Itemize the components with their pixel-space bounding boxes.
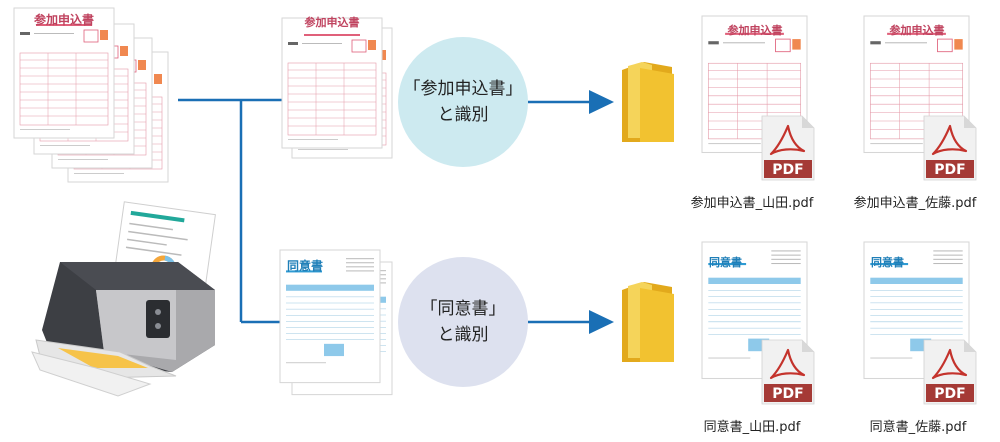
pdf-badge-label: PDF — [772, 162, 803, 178]
doc-title: 同意書 — [871, 255, 904, 269]
pdf-badge-label: PDF — [772, 386, 803, 402]
arrow-to-consent-folder — [528, 310, 614, 334]
arrow-to-application-folder — [528, 90, 614, 114]
file-name: 同意書_山田.pdf — [703, 420, 801, 435]
identify-consent-circle — [398, 257, 528, 387]
pdf-badge-label: PDF — [934, 386, 965, 402]
input-document-stack — [13, 7, 169, 183]
file-name: 同意書_佐藤.pdf — [869, 420, 967, 435]
identify-label-line1: 「同意書」 — [420, 299, 506, 319]
identify-label-consent: 「同意書」 と識別 — [398, 296, 528, 348]
scanner-icon — [31, 201, 216, 397]
pdf-badge-label: PDF — [934, 162, 965, 178]
doc-title: 参加申込書 — [34, 12, 94, 27]
middle-application-stack — [281, 17, 393, 159]
doc-title: 参加申込書 — [728, 23, 783, 37]
folder-icon-application — [622, 62, 674, 142]
file-name: 参加申込書_佐藤.pdf — [853, 196, 977, 211]
doc-title: 同意書 — [287, 258, 323, 273]
identify-label-line2: と識別 — [437, 325, 489, 345]
identify-label-line2: と識別 — [437, 105, 489, 125]
doc-title: 参加申込書 — [305, 15, 360, 29]
folder-icon-consent — [622, 282, 674, 362]
identify-label-application: 「参加申込書」 と識別 — [398, 76, 528, 128]
connector-lines — [178, 98, 285, 324]
identify-label-line1: 「参加申込書」 — [403, 79, 523, 99]
identify-application-circle — [398, 37, 528, 167]
file-name: 参加申込書_山田.pdf — [690, 196, 814, 211]
stack-doc-1 — [13, 7, 115, 139]
doc-title: 参加申込書 — [890, 23, 945, 37]
doc-title: 同意書 — [709, 255, 742, 269]
